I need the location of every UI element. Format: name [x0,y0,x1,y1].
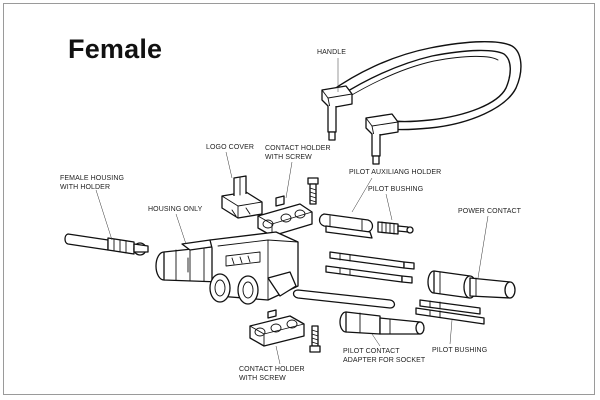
power-contacts-part [427,270,516,299]
screw-part [307,177,319,205]
main-housing-part [155,231,299,305]
logo-cover-part [221,175,263,219]
label-power-contact: POWER CONTACT [458,208,522,215]
diagram-title: Female [68,34,163,64]
pilot-pins-part [325,251,415,284]
label-pilot-bushing-top: PILOT BUSHING [368,186,424,193]
label-pilot-contact-adapter: PILOT CONTACT ADAPTER FOR SOCKET [343,348,426,364]
leader-lines [95,58,489,365]
label-housing-only: HOUSING ONLY [148,206,203,213]
bottom-screw-part [309,325,321,353]
pilot-bushing-top-part [377,221,414,235]
label-contact-holder-bottom: CONTACT HOLDER WITH SCREW [239,366,305,382]
contact-holder-bottom-part [249,309,305,347]
label-handle: HANDLE [317,49,346,56]
female-housing-cable-part [64,233,149,256]
label-female-housing: FEMALE HOUSING WITH HOLDER [60,175,125,191]
label-logo-cover: LOGO COVER [206,144,255,151]
label-pilot-bushing-bottom: PILOT BUSHING [432,347,488,354]
lower-rods-part [292,289,485,325]
pilot-contact-adapter-part [339,311,425,335]
contact-holder-top-part [257,195,313,237]
pilot-auxiliang-holder-part [318,213,374,239]
label-pilot-auxiliang-holder: PILOT AUXILIANG HOLDER [349,169,442,176]
label-contact-holder-top: CONTACT HOLDER WITH SCREW [265,145,331,161]
handle-part [321,41,522,165]
